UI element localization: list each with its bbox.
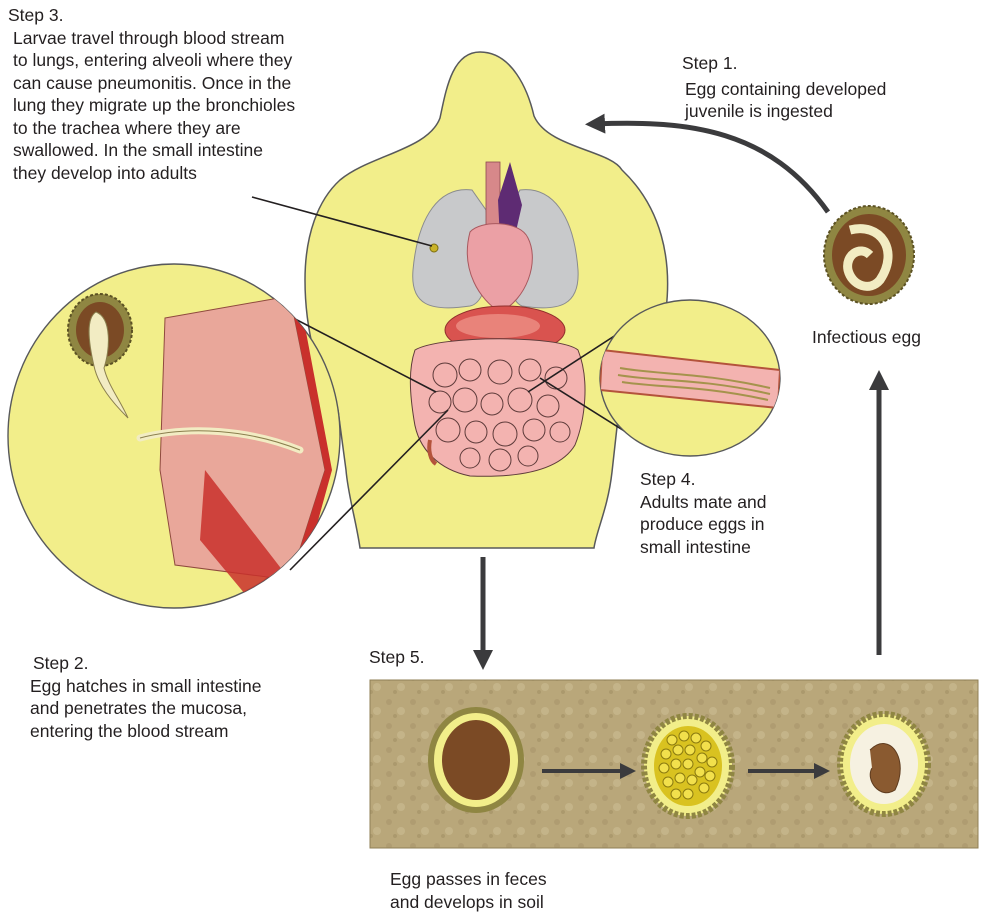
intestines — [410, 339, 585, 477]
step4-text: Adults mate and produce eggs in small in… — [640, 491, 766, 559]
egg-embryonated — [840, 714, 928, 814]
trachea — [486, 162, 500, 232]
step2-title: Step 2. — [33, 652, 262, 675]
step3-block: Step 3. Larvae travel through blood stre… — [8, 4, 295, 184]
soil-caption: Egg passes in feces and develops in soil — [390, 868, 547, 913]
stomach-highlight — [456, 314, 540, 338]
step1-block: Step 1. Egg containing developed juvenil… — [682, 52, 886, 123]
step5-title: Step 5. — [369, 646, 424, 669]
egg-unembryonated — [431, 710, 521, 810]
step4-block: Step 4. Adults mate and produce eggs in … — [640, 468, 766, 558]
step3-text: Larvae travel through blood stream to lu… — [13, 27, 295, 185]
step4-title: Step 4. — [640, 468, 766, 491]
step1-title: Step 1. — [682, 52, 886, 75]
egg-dividing — [644, 716, 732, 816]
step1-text: Egg containing developed juvenile is ing… — [685, 78, 886, 123]
infectious-egg-illustration — [824, 206, 914, 304]
step2-block: Step 2. Egg hatches in small intestine a… — [30, 652, 262, 742]
infectious-egg-label: Infectious egg — [812, 326, 921, 349]
step3-title: Step 3. — [8, 4, 295, 27]
step2-text: Egg hatches in small intestine and penet… — [30, 675, 262, 743]
